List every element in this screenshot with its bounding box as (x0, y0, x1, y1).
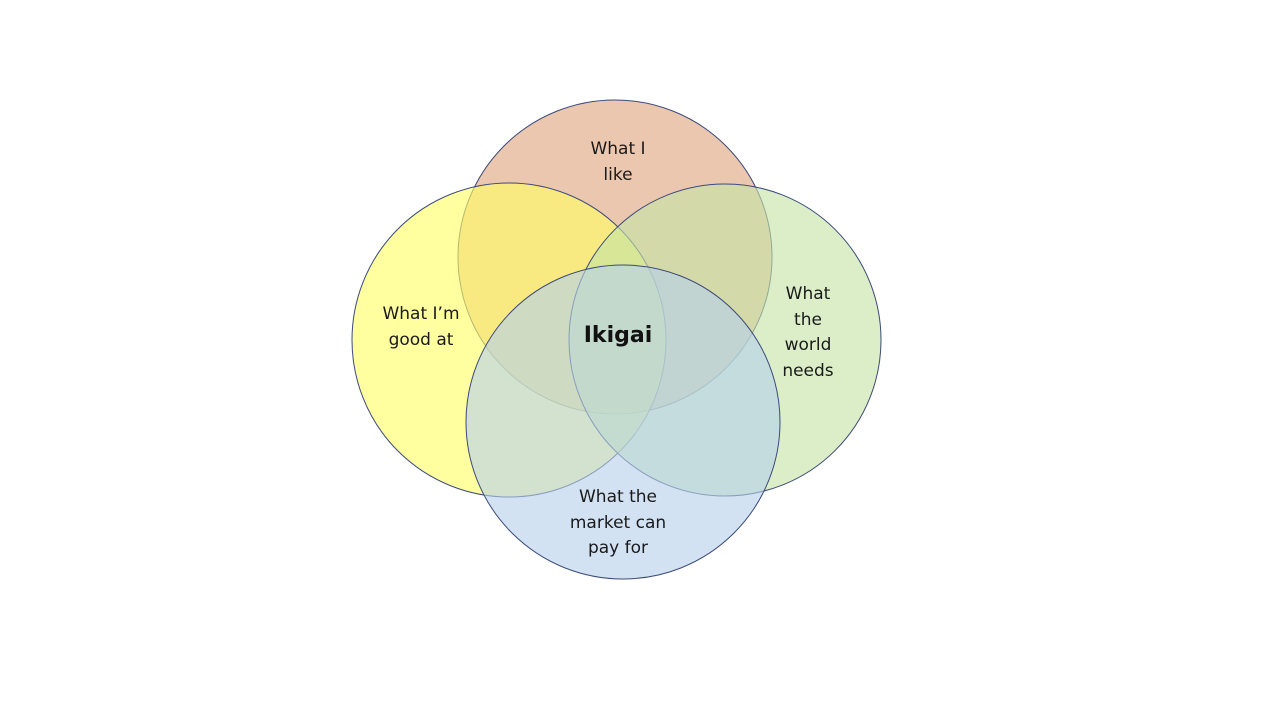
venn-circles (351, 99, 882, 580)
svg-text:world: world (785, 335, 832, 355)
svg-text:needs: needs (782, 361, 833, 381)
svg-text:good at: good at (389, 330, 454, 350)
center-label-ikigai: Ikigai (584, 323, 653, 348)
label-what-im-good-at: What I’m good at (382, 304, 459, 350)
label-what-i-like: What I like (590, 139, 645, 185)
circle-what-the-market-can-pay-for (465, 264, 781, 580)
svg-text:What the: What the (579, 487, 657, 507)
svg-text:like: like (603, 165, 632, 185)
svg-text:the: the (794, 310, 822, 330)
svg-text:market can: market can (570, 513, 666, 533)
label-what-the-world-needs: What the world needs (782, 284, 833, 381)
svg-text:What I’m: What I’m (382, 304, 459, 324)
svg-text:What: What (786, 284, 831, 304)
svg-text:pay for: pay for (588, 538, 648, 558)
label-what-the-market-can-pay-for: What the market can pay for (570, 487, 666, 558)
svg-text:What I: What I (590, 139, 645, 159)
